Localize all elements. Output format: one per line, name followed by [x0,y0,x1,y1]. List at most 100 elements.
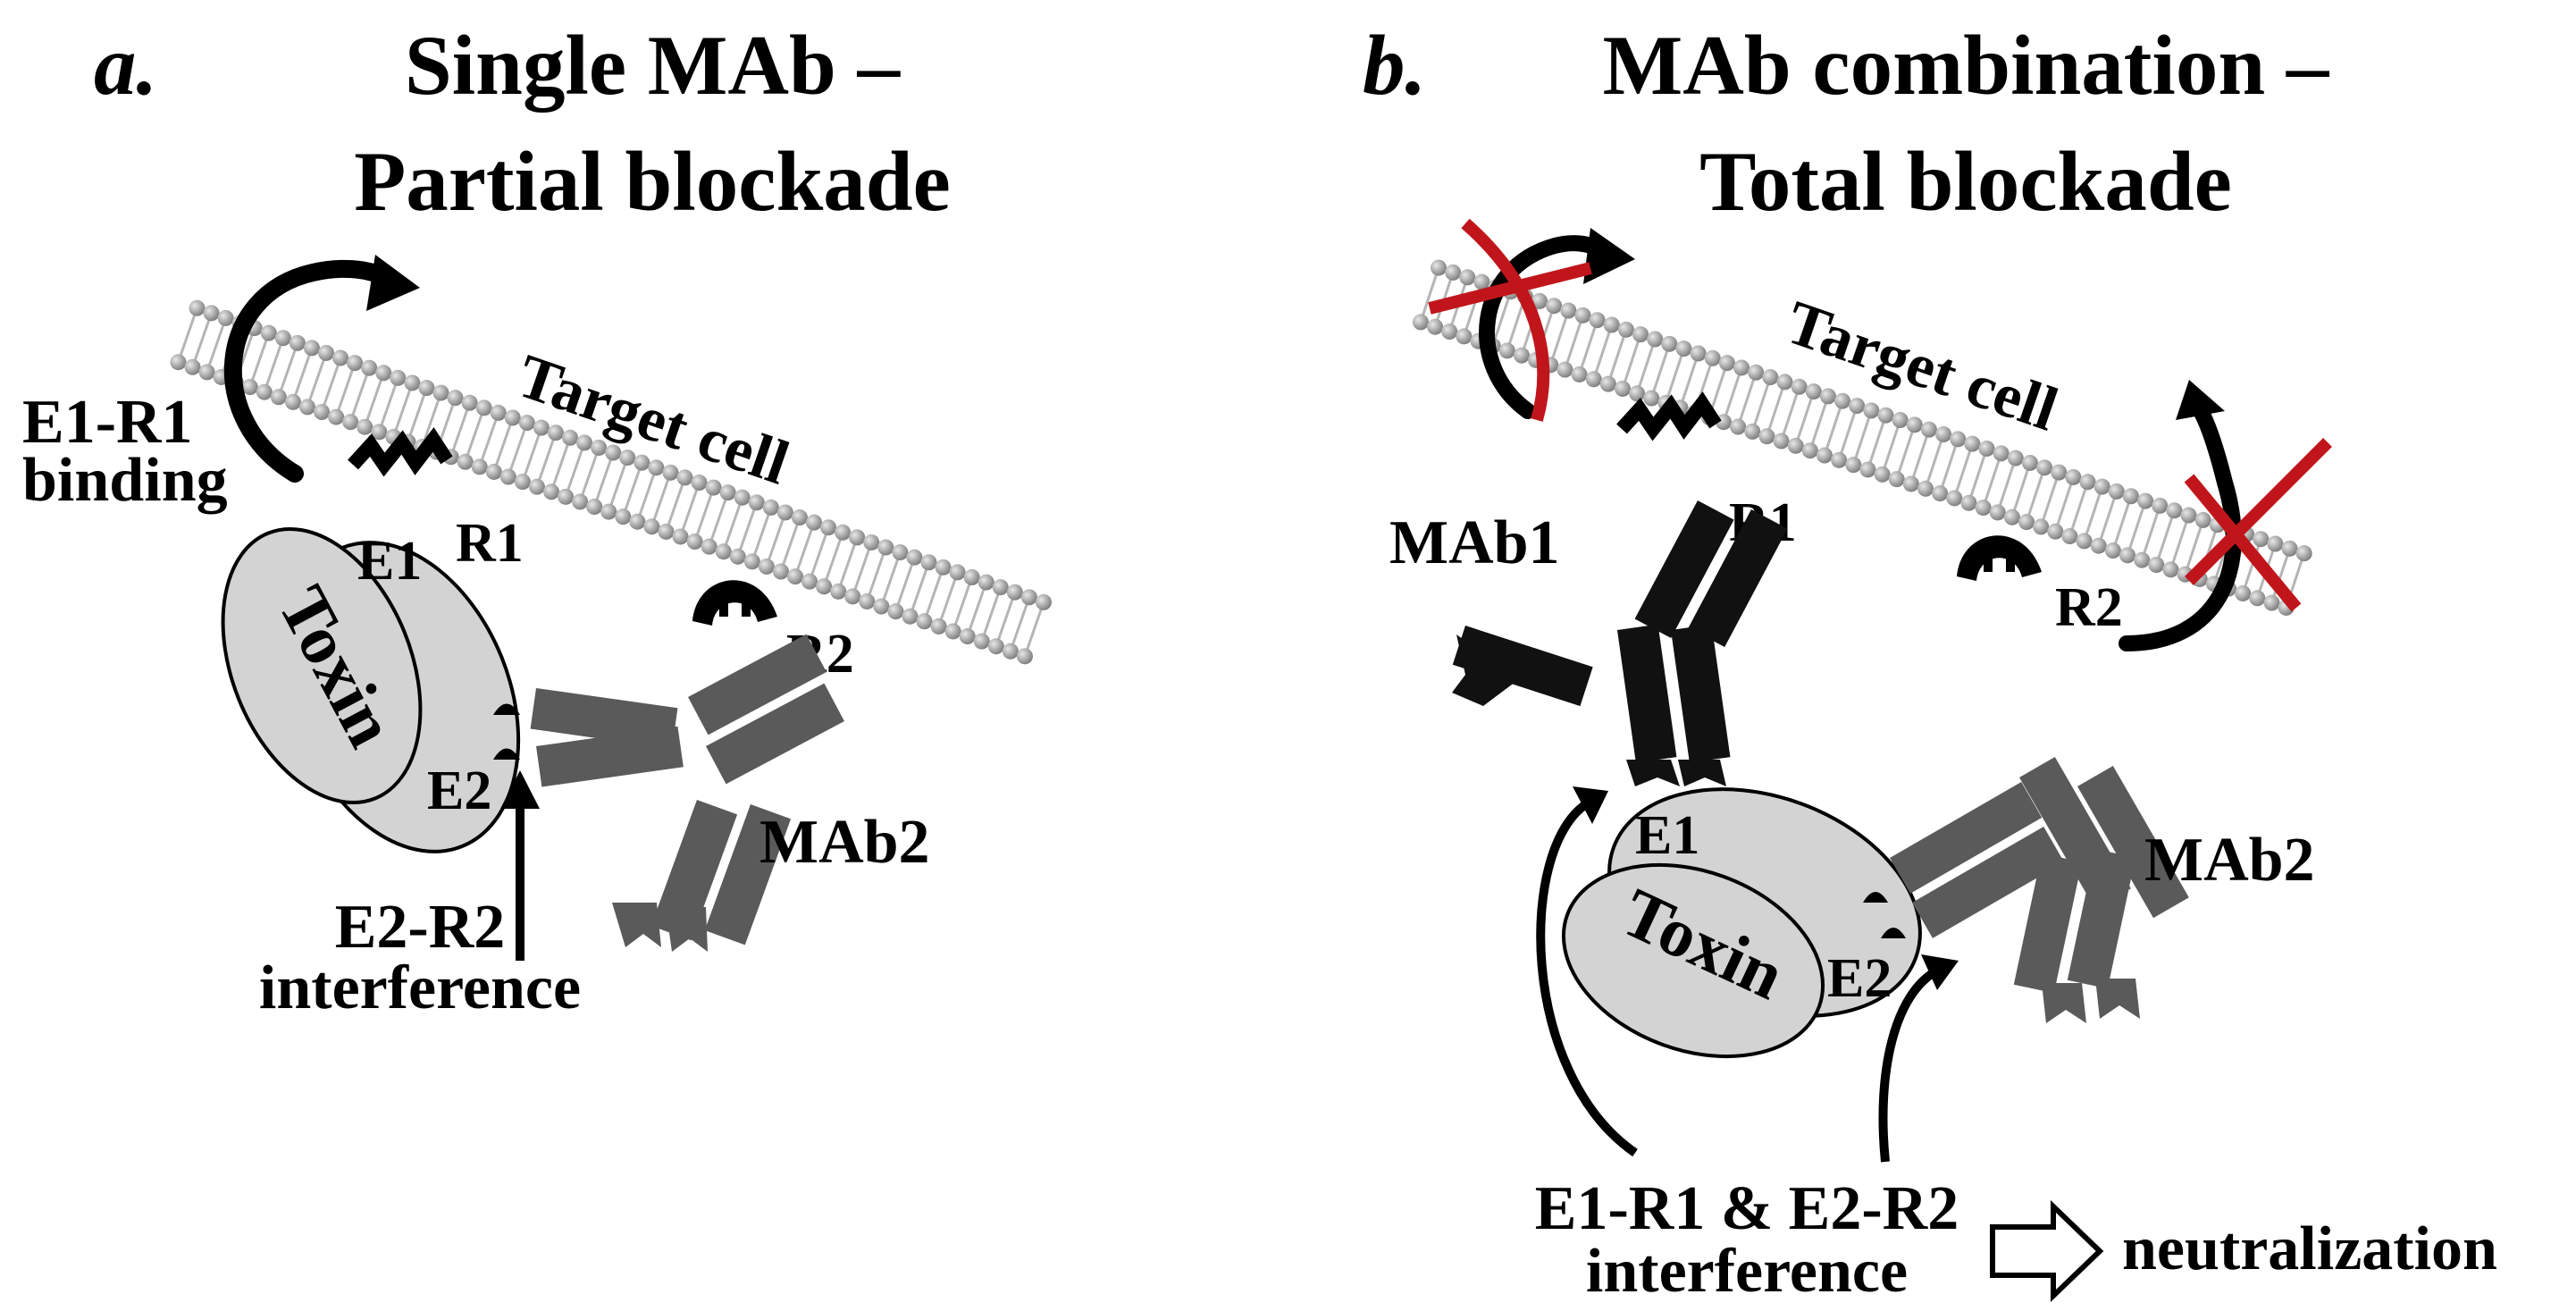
r2-receptor [692,580,777,626]
lipid-head [605,444,622,461]
lipid-tail [2169,516,2190,568]
e2-label: E2 [1827,948,1892,1009]
lipid-tail [407,389,428,441]
lipid-head [902,608,919,625]
lipid-tail [751,508,772,560]
lipid-head [1819,388,1836,405]
lipid-head [1935,426,1952,443]
lipid-head [776,504,793,521]
lipid-head [357,418,373,435]
lipid-head [863,534,880,550]
lipid-head [963,568,980,585]
e2r2-label-line2: interference [259,954,581,1022]
lipid-head [432,384,449,401]
lipid-head [260,324,277,341]
lipid-head [1877,407,1894,424]
lipid-tail [1867,416,1887,469]
lipid-tail [306,354,327,407]
r2-receptor [1957,535,2042,581]
lipid-tail [392,383,414,436]
lipid-head [1002,643,1019,660]
lipid-head [1603,316,1620,333]
lipid-head [2119,547,2136,564]
lipid-head [1704,349,1721,366]
lipid-head [801,573,818,590]
lipid-tail [478,414,499,466]
lipid-tail [937,573,959,626]
lipid-head [471,458,488,475]
lipid-tail [837,538,858,591]
lipid-tail [1881,421,1901,474]
lipid-head [1571,366,1588,382]
lipid-head [791,509,808,526]
lipid-tail [1780,388,1800,441]
panel-a: a. Single MAb – Partial blockade Target … [22,18,1052,1022]
lipid-tail [1636,340,1656,392]
lipid-head [1978,440,1995,457]
lipid-tail [722,499,743,550]
lipid-head [1787,437,1804,454]
lipid-head [849,529,866,546]
lipid-tail [737,503,758,556]
lipid-head [758,558,775,575]
lipid-head [2065,468,2082,485]
lipid-head [1762,369,1779,386]
lipid-head [959,628,976,645]
mab2-label: MAb2 [2144,826,2315,895]
lipid-head [1845,457,1862,474]
lipid-head [289,334,306,351]
lipid-head [1874,466,1891,483]
lipid-tail [1592,325,1613,378]
lipid-head [1617,321,1634,338]
lipid-head [2007,450,2024,466]
lipid-head [591,439,608,456]
lipid-head [2148,557,2165,574]
lipid-head [270,389,287,406]
lipid-head [558,488,575,505]
lipid-head [1964,435,1981,452]
lipid-head [1459,269,1476,286]
lipid-tail [2054,478,2075,531]
lipid-head [1020,589,1037,606]
lipid-tail [679,483,701,536]
lipid-head [461,394,478,411]
r2-label: R2 [2055,577,2123,638]
e1r1-label-line2: binding [22,446,228,515]
lipid-head [892,544,909,561]
lipid-tail [536,433,557,486]
lipid-head [1817,447,1833,464]
lipid-head [1498,342,1515,359]
lipid-tail [766,513,786,566]
lipid-head [634,454,650,471]
lipid-tail [1925,435,1944,488]
lipid-head [691,475,708,492]
lipid-tail [1491,292,1512,345]
lipid-head [686,534,703,550]
lipid-tail [780,518,801,571]
lipid-tail [608,458,629,511]
lipid-tail [665,478,686,531]
lipid-head [1690,345,1707,362]
lipid-head [1805,383,1822,400]
lipid-tail [2242,540,2262,592]
lipid-head [485,463,502,480]
lipid-tail [1506,297,1526,349]
lipid-head [643,518,660,535]
lipid-tail [1794,392,1815,445]
lipid-head [1016,648,1033,665]
lipid-head [987,638,1004,655]
lipid-tail [1751,378,1772,431]
lipid-tail [2184,521,2204,574]
lipid-tail [794,524,815,576]
lipid-tail [1953,445,1974,498]
lipid-head [1859,461,1876,478]
lipid-tail [2011,464,2031,517]
lipid-head [1993,445,2010,462]
lipid-head [1629,385,1646,402]
lipid-head [586,498,603,515]
lipid-head [1557,361,1573,378]
panel-b-title-line1: MAb combination – [1603,18,2330,113]
lipid-tail [981,588,1002,641]
lipid-tail [809,528,829,581]
toxin [221,526,521,853]
